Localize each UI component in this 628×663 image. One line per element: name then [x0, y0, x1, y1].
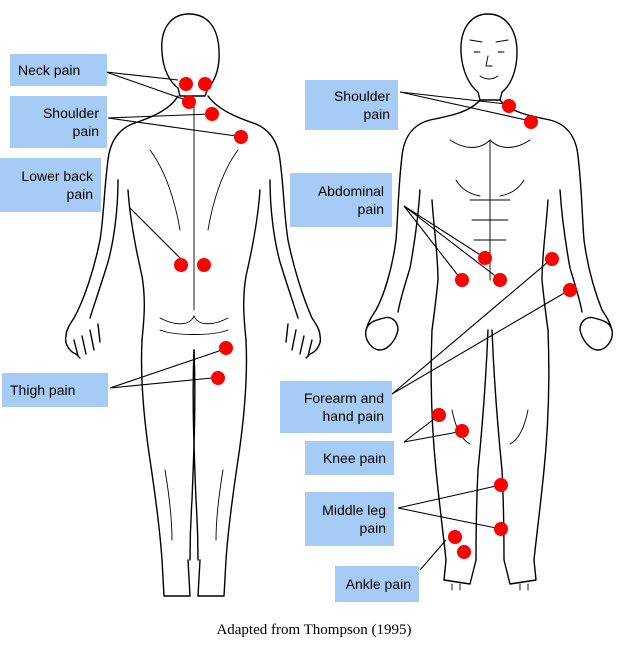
label-forearm-hand-pain: Forearm and hand pain	[280, 381, 392, 433]
label-middle-leg-pain: Middle leg pain	[305, 492, 394, 546]
back-view-details	[149, 99, 239, 541]
label-neck-pain: Neck pain	[10, 54, 107, 86]
label-abdominal-pain: Abdominal pain	[290, 173, 392, 227]
label-lower-back-pain: Lower back pain	[0, 158, 101, 212]
pain-dot-abdominal-2	[455, 273, 469, 287]
label-knee-pain: Knee pain	[305, 441, 394, 475]
pain-dot-shoulder-back-2	[234, 130, 248, 144]
pain-dot-abdominal-3	[493, 273, 507, 287]
pain-dot-shoulder-front-1	[502, 99, 516, 113]
pain-dot-neck-right	[198, 77, 212, 91]
front-view-figure	[365, 13, 613, 585]
pain-dots	[174, 77, 577, 559]
pain-dot-ankle-1	[448, 530, 462, 544]
pain-dot-shoulder-front-2	[524, 115, 538, 129]
back-view-figure	[64, 13, 322, 597]
pain-dot-ankle-2	[457, 545, 471, 559]
pain-dot-thigh-2	[211, 371, 225, 385]
pain-dot-thigh-1	[219, 341, 233, 355]
source-caption: Adapted from Thompson (1995)	[216, 622, 412, 638]
pain-dot-lower-back-left	[174, 258, 188, 272]
pain-dot-abdominal-1	[478, 251, 492, 265]
label-thigh-pain: Thigh pain	[2, 373, 108, 407]
pain-dot-knee-2	[455, 424, 469, 438]
pain-dot-shoulder-back-1	[205, 107, 219, 121]
pain-dot-middle-leg-2	[494, 522, 508, 536]
pain-dot-middle-leg-1	[494, 478, 508, 492]
pain-dot-forearm	[545, 252, 559, 266]
front-view-details	[443, 39, 537, 591]
pain-dot-knee-1	[432, 408, 446, 422]
label-shoulder-pain-front: Shoulder pain	[305, 80, 398, 130]
label-ankle-pain: Ankle pain	[335, 566, 419, 602]
pain-dot-neck-lower	[182, 95, 196, 109]
label-shoulder-pain-back: Shoulder pain	[10, 96, 107, 148]
pain-dot-lower-back-right	[197, 258, 211, 272]
pain-dot-hand	[563, 283, 577, 297]
pain-dot-neck-left	[179, 77, 193, 91]
pointer-lines	[105, 71, 567, 571]
